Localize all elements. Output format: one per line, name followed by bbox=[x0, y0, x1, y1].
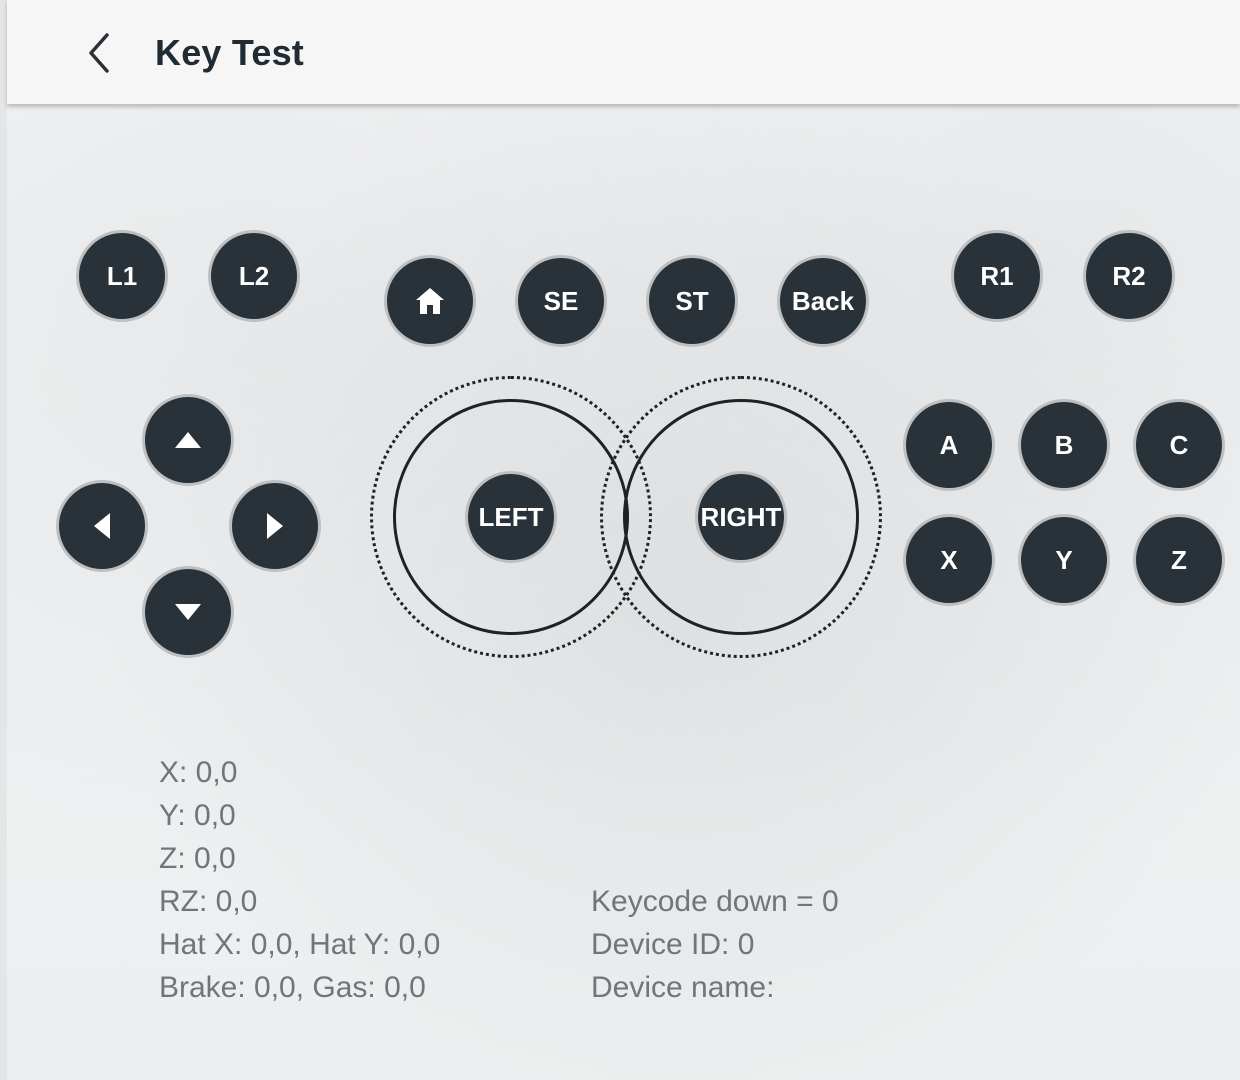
back-key-button[interactable]: Back bbox=[777, 255, 869, 347]
left-edge-strip bbox=[0, 0, 7, 1080]
dpad-up-button[interactable] bbox=[142, 394, 234, 486]
dpad-right-button[interactable] bbox=[229, 480, 321, 572]
readout-device-name: Device name: bbox=[591, 971, 775, 1004]
x-button[interactable]: X bbox=[903, 514, 995, 606]
chevron-left-icon bbox=[89, 33, 109, 73]
readout-device-id: Device ID: 0 bbox=[591, 928, 755, 961]
dpad-down-button[interactable] bbox=[142, 566, 234, 658]
readout-y: Y: 0,0 bbox=[159, 799, 236, 832]
readout-z: Z: 0,0 bbox=[159, 842, 236, 875]
dpad-left-button[interactable] bbox=[56, 480, 148, 572]
start-button[interactable]: ST bbox=[646, 255, 738, 347]
right-stick-range-ring[interactable] bbox=[623, 399, 859, 635]
l1-button[interactable]: L1 bbox=[76, 230, 168, 322]
arrow-right-icon bbox=[267, 513, 283, 539]
axis-readouts: X: 0,0 Y: 0,0 Z: 0,0 RZ: 0,0 Hat X: 0,0,… bbox=[159, 751, 440, 1009]
page-title: Key Test bbox=[155, 32, 304, 73]
select-button[interactable]: SE bbox=[515, 255, 607, 347]
left-stick-knob[interactable]: LEFT bbox=[465, 471, 557, 563]
back-button[interactable] bbox=[73, 27, 125, 79]
right-stick-outer-ring bbox=[600, 376, 882, 658]
device-readouts: Keycode down = 0 Device ID: 0 Device nam… bbox=[591, 880, 839, 1009]
arrow-up-icon bbox=[175, 432, 201, 448]
y-button[interactable]: Y bbox=[1018, 514, 1110, 606]
readout-x: X: 0,0 bbox=[159, 756, 238, 789]
c-button[interactable]: C bbox=[1133, 399, 1225, 491]
readout-rz: RZ: 0,0 bbox=[159, 885, 258, 918]
arrow-left-icon bbox=[94, 513, 110, 539]
readout-keycode: Keycode down = 0 bbox=[591, 885, 839, 918]
home-icon bbox=[416, 288, 444, 314]
readout-hat: Hat X: 0,0, Hat Y: 0,0 bbox=[159, 928, 441, 961]
z-button[interactable]: Z bbox=[1133, 514, 1225, 606]
b-button[interactable]: B bbox=[1018, 399, 1110, 491]
right-stick-knob[interactable]: RIGHT bbox=[695, 471, 787, 563]
readout-brake-gas: Brake: 0,0, Gas: 0,0 bbox=[159, 971, 426, 1004]
a-button[interactable]: A bbox=[903, 399, 995, 491]
r2-button[interactable]: R2 bbox=[1083, 230, 1175, 322]
l2-button[interactable]: L2 bbox=[208, 230, 300, 322]
r1-button[interactable]: R1 bbox=[951, 230, 1043, 322]
home-button[interactable] bbox=[384, 255, 476, 347]
arrow-down-icon bbox=[175, 604, 201, 620]
app-bar: Key Test bbox=[7, 0, 1240, 104]
